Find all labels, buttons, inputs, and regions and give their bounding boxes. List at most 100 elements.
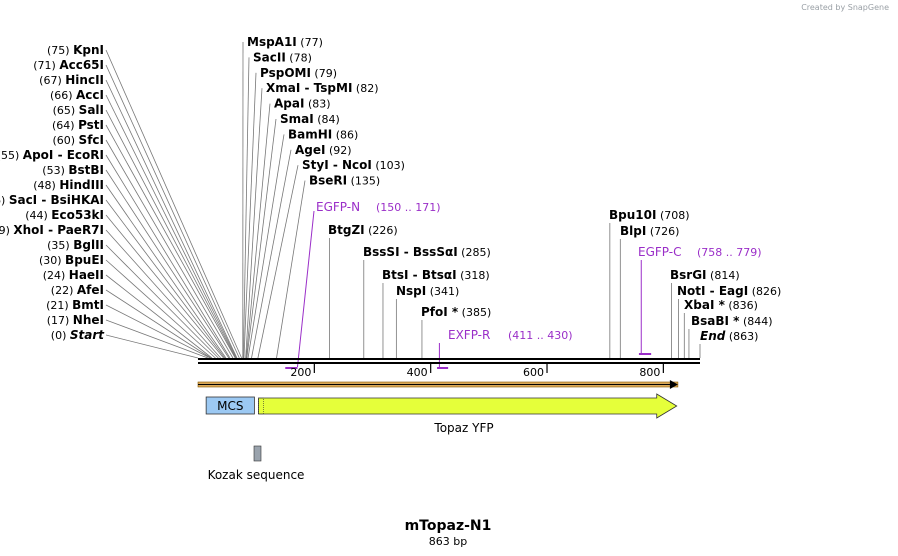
site-nspi: NspI (341) — [396, 284, 459, 298]
site-kpni: (75) KpnI — [47, 43, 104, 57]
site-start-label: (0) Start — [51, 328, 105, 342]
site-afei-line — [105, 289, 212, 359]
site-smai-label: SmaI (84) — [280, 112, 340, 126]
feature-mcs-box — [205, 396, 255, 415]
site-acc65i: (71) Acc65I — [33, 58, 104, 72]
site-bamhi-line — [247, 134, 285, 359]
primer-egfp-c-range: (758 .. 779) — [697, 246, 762, 259]
site-btsi-bts-i-label: BtsI - BtsαI (318) — [382, 268, 490, 282]
primer-egfp-c: EGFP-C(758 .. 779) — [638, 245, 762, 259]
site-psti-line — [105, 124, 236, 359]
site-bpuei-line — [105, 259, 216, 359]
site-bglii-line — [105, 244, 219, 359]
site-bsssi-bsss-i-label: BssSI - BssSαI (285) — [363, 245, 491, 259]
site-saci-bsihkai-line — [105, 199, 226, 359]
site-noti-eagi: NotI - EagI (826) — [677, 284, 781, 298]
feature-kozak-sequence-box — [253, 445, 262, 462]
site-hincii: (67) HincII — [39, 73, 104, 87]
site-haeii-label: (24) HaeII — [43, 268, 104, 282]
feature-topaz-yfp-start-cap — [258, 397, 264, 415]
feature-kozak-sequence: Kozak sequence — [208, 445, 304, 482]
site-hindiii: (48) HindIII — [33, 178, 104, 192]
site-sali-line — [105, 109, 237, 359]
site-sacii: SacII (78) — [253, 50, 312, 64]
site-pspomi-label: PspOMI (79) — [260, 66, 337, 80]
feature-topaz-yfp: Topaz YFP — [258, 393, 678, 435]
primer-egfp-n-label: EGFP-N — [316, 200, 360, 214]
site-start: (0) Start — [51, 328, 105, 342]
site-apoi-ecori: (55) ApoI - EcoRI — [0, 148, 104, 162]
site-agei-line — [251, 149, 292, 359]
site-lines — [105, 41, 701, 369]
feature-mcs: MCS — [205, 396, 255, 415]
snapgene-credit: Created by SnapGene — [801, 3, 889, 12]
site-eco53ki: (44) Eco53kI — [25, 208, 104, 222]
site-styi-ncoi-label: StyI - NcoI (103) — [302, 158, 405, 172]
site-nhei-label: (17) NheI — [47, 313, 104, 327]
site-eco53ki-line — [105, 214, 224, 359]
site-agei: AgeI (92) — [295, 143, 352, 157]
site-xhoi-paer7i: (39) XhoI - PaeR7I — [0, 223, 104, 237]
site-xmai-tspmi-line — [245, 88, 263, 359]
site-haeii-line — [105, 274, 213, 359]
site-xbai-label: XbaI * (836) — [684, 298, 758, 312]
site-bpuei: (30) BpuEI — [39, 253, 104, 267]
site-pfoi-label: PfoI * (385) — [421, 305, 491, 319]
site-xhoi-paer7i-line — [105, 229, 221, 359]
primer-egfp-n-range: (150 .. 171) — [376, 201, 441, 214]
site-noti-eagi-label: NotI - EagI (826) — [677, 284, 781, 298]
site-end-label: End (863) — [700, 329, 758, 343]
site-hincii-label: (67) HincII — [39, 73, 104, 87]
site-btgzi: BtgZI (226) — [328, 223, 398, 237]
site-bsabi: BsaBI * (844) — [691, 314, 773, 328]
site-sacii-label: SacII (78) — [253, 50, 312, 64]
site-acci-line — [105, 94, 237, 359]
site-bamhi: BamHI (86) — [288, 127, 358, 141]
site-mspa1i: MspA1I (77) — [247, 35, 323, 49]
site-bmti-label: (21) BmtI — [46, 298, 104, 312]
site-psti: (64) PstI — [52, 118, 104, 132]
site-apai: ApaI (83) — [274, 97, 331, 111]
site-sali-label: (65) SalI — [53, 103, 104, 117]
site-labels: (0) Start(17) NheI(21) BmtI(22) AfeI(24)… — [0, 35, 781, 343]
site-xmai-tspmi-label: XmaI - TspMI (82) — [266, 81, 378, 95]
axis-tick-label-400: 400 — [407, 366, 428, 379]
site-sfci-line — [105, 139, 234, 359]
site-bglii: (35) BglII — [47, 238, 104, 252]
site-psti-label: (64) PstI — [52, 118, 104, 132]
site-nspi-label: NspI (341) — [396, 284, 459, 298]
axis-tick-label-800: 800 — [639, 366, 660, 379]
site-bstbi-line — [105, 169, 230, 359]
site-btsi-bts-i: BtsI - BtsαI (318) — [382, 268, 490, 282]
site-bstbi-label: (53) BstBI — [42, 163, 104, 177]
site-haeii: (24) HaeII — [43, 268, 104, 282]
site-agei-label: AgeI (92) — [295, 143, 352, 157]
primer-exfp-r-range: (411 .. 430) — [508, 329, 573, 342]
site-xmai-tspmi: XmaI - TspMI (82) — [266, 81, 378, 95]
site-kpni-line — [105, 49, 242, 359]
site-acci: (66) AccI — [50, 88, 104, 102]
site-pfoi: PfoI * (385) — [421, 305, 491, 319]
site-bmti-line — [105, 304, 211, 359]
feature-topaz-yfp-arrow — [258, 393, 678, 419]
site-eco53ki-label: (44) Eco53kI — [25, 208, 104, 222]
site-hindiii-line — [105, 184, 227, 359]
site-afei: (22) AfeI — [51, 283, 104, 297]
site-bseri: BseRI (135) — [309, 174, 380, 188]
axis-tick-label-600: 600 — [523, 366, 544, 379]
site-blpi-label: BlpI (726) — [620, 224, 679, 238]
site-styi-ncoi-line — [257, 165, 299, 359]
site-sacii-line — [242, 57, 250, 359]
construct-title: mTopaz-N1 — [405, 518, 492, 534]
site-xbai: XbaI * (836) — [684, 298, 758, 312]
site-bsabi-label: BsaBI * (844) — [691, 314, 773, 328]
site-kpni-label: (75) KpnI — [47, 43, 104, 57]
site-smai: SmaI (84) — [280, 112, 340, 126]
site-bpu10i-label: Bpu10I (708) — [609, 208, 690, 222]
site-bsrgi: BsrGI (814) — [670, 268, 740, 282]
site-sali: (65) SalI — [53, 103, 104, 117]
site-end: End (863) — [700, 329, 758, 343]
site-xhoi-paer7i-label: (39) XhoI - PaeR7I — [0, 223, 104, 237]
site-apai-line — [245, 103, 271, 359]
